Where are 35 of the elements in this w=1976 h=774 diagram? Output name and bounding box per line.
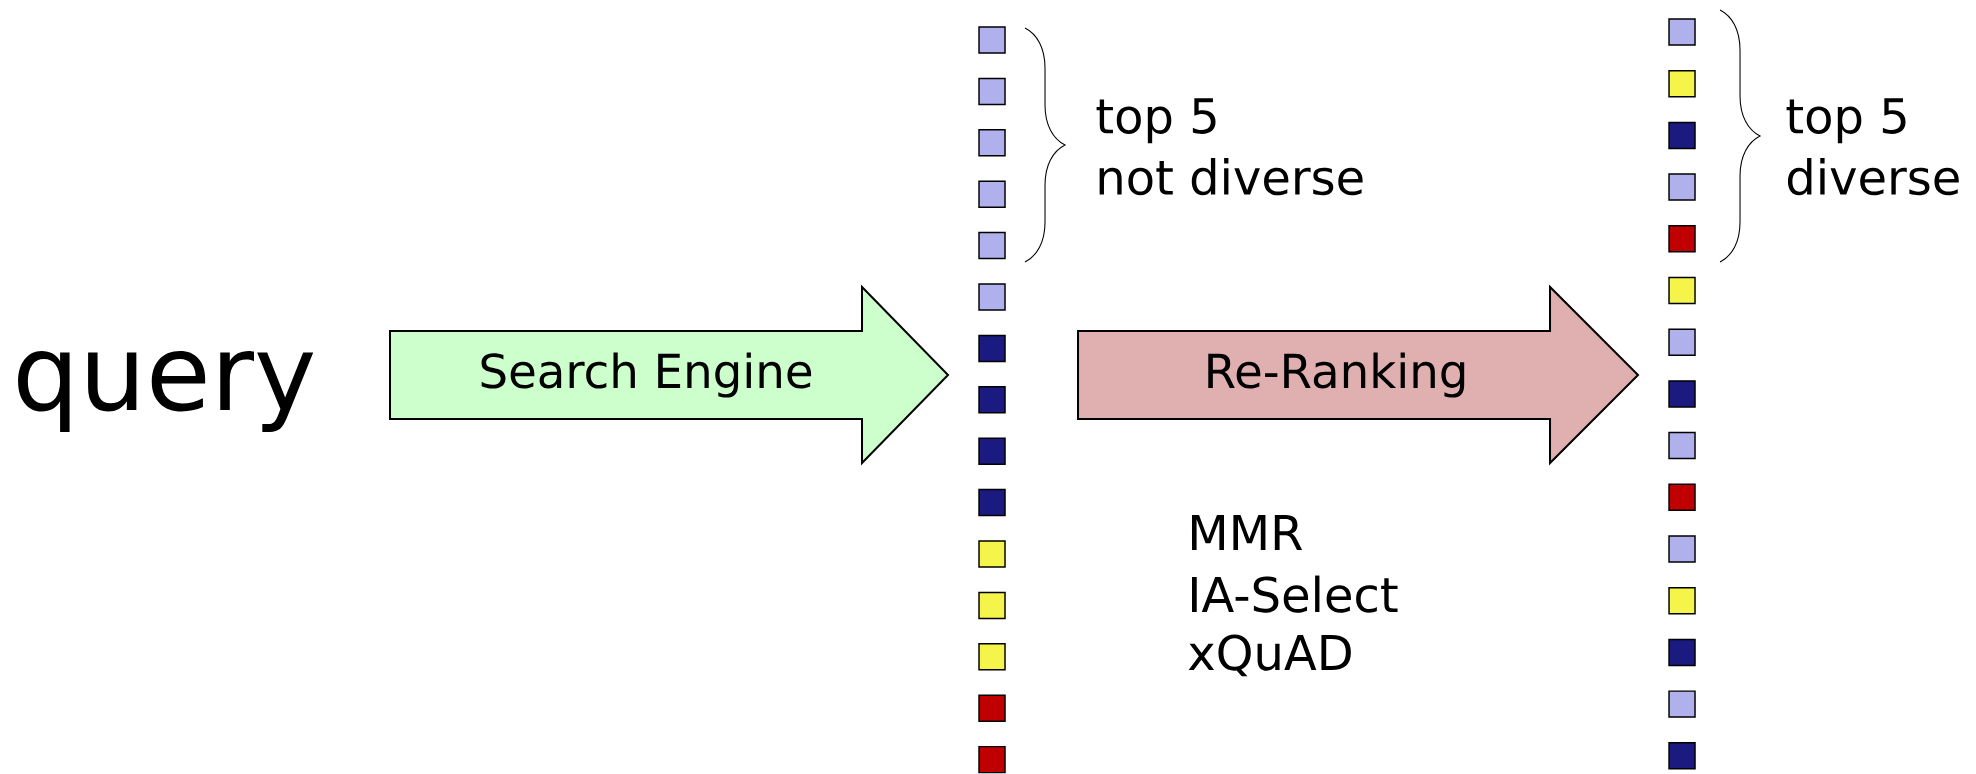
list-square: [1668, 276, 1696, 305]
brace-label: top 5 not diverse: [1096, 98, 1363, 196]
list-square: [978, 180, 1006, 208]
list-square: [978, 643, 1006, 671]
list-square: [1668, 69, 1696, 98]
list-square: [1668, 586, 1696, 615]
list-square: [1668, 173, 1696, 201]
list-square: [1668, 483, 1696, 512]
list-square: [1668, 638, 1696, 667]
list-square: [978, 231, 1006, 260]
list-square: [1668, 742, 1696, 770]
method-name: MMR: [1192, 515, 1303, 550]
list-square: [1668, 431, 1696, 460]
list-square: [1668, 121, 1696, 150]
list-square: [978, 591, 1006, 620]
list-square: [1668, 535, 1696, 563]
list-square: [978, 437, 1006, 465]
list-square: [978, 386, 1006, 414]
list-square: [978, 334, 1006, 363]
list-square: [978, 540, 1006, 568]
method-name: xQuAD: [1188, 634, 1351, 677]
list-square: [1668, 225, 1696, 253]
brace-label: top 5 diverse: [1786, 98, 1959, 196]
list-square: [978, 129, 1006, 157]
list-square: [978, 694, 1006, 722]
method-name: IA-Select: [1192, 575, 1398, 613]
list-square: [1668, 690, 1696, 718]
list-square: [1668, 328, 1696, 356]
list-square: [1668, 18, 1696, 46]
list-square: [978, 26, 1006, 54]
list-square: [978, 77, 1006, 106]
list-square: [978, 745, 1006, 774]
list-square: [978, 488, 1006, 517]
list-square: [1668, 380, 1696, 408]
list-square: [978, 283, 1006, 311]
